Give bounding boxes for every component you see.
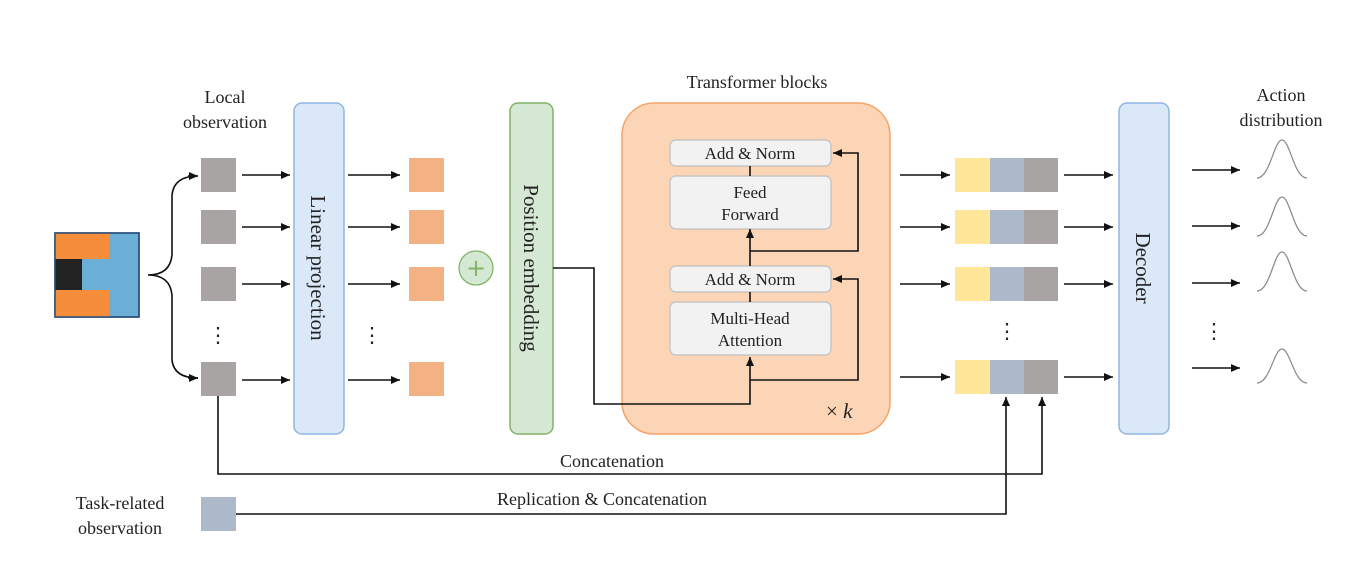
gaussian-curve-icon [1256, 139, 1308, 179]
concat-token-row [955, 158, 1058, 192]
plus-icon: + [466, 254, 486, 282]
gray-token [201, 210, 236, 244]
embedded-token [409, 362, 444, 396]
task-token [201, 497, 236, 531]
add-operator [458, 250, 494, 286]
linear-projection-block [293, 102, 345, 435]
decoder-label: Decoder [1131, 232, 1155, 303]
local-observation-label-1: Local [205, 87, 246, 107]
linear-projection-label: Linear projection [306, 195, 330, 341]
gaussian-curve-icon [1256, 196, 1308, 237]
concatenation-label: Concatenation [560, 451, 664, 471]
position-embedding-label: Position embedding [519, 184, 543, 352]
ellipsis: ⋮ [362, 323, 383, 347]
repeat-k-label: × k [826, 399, 853, 423]
add-norm-top-label: Add & Norm [705, 144, 796, 163]
split-brace [147, 175, 199, 379]
replication-concatenation-label: Replication & Concatenation [497, 489, 707, 509]
concat-token-row [955, 267, 1058, 301]
local-observation-label-2: observation [183, 112, 267, 132]
gray-token [201, 362, 236, 396]
embedded-token [409, 267, 444, 301]
ellipsis: ⋮ [208, 323, 229, 347]
embedded-token [409, 158, 444, 192]
action-distribution-label-2: distribution [1239, 110, 1322, 130]
observation-grid-icon [54, 232, 140, 318]
transformer-blocks-title: Transformer blocks [687, 72, 828, 92]
feed-forward-label-2: Forward [721, 205, 779, 224]
gaussian-curve-icon [1256, 251, 1308, 292]
gaussian-curve-icon [1256, 348, 1308, 384]
mha-label-1: Multi-Head [710, 309, 790, 328]
task-related-label-2: observation [78, 518, 162, 538]
add-norm-bottom-label: Add & Norm [705, 270, 796, 289]
concat-token-row [955, 210, 1058, 244]
decoder-block [1118, 102, 1170, 435]
ellipsis: ⋮ [997, 319, 1018, 343]
embedded-token [409, 210, 444, 244]
feed-forward-label-1: Feed [733, 183, 767, 202]
action-distribution-label-1: Action [1257, 85, 1306, 105]
gray-token [201, 267, 236, 301]
task-related-label-1: Task-related [76, 493, 165, 513]
mha-label-2: Attention [718, 331, 783, 350]
ellipsis: ⋮ [1204, 319, 1225, 343]
gray-token [201, 158, 236, 192]
concat-token-row [955, 360, 1058, 394]
